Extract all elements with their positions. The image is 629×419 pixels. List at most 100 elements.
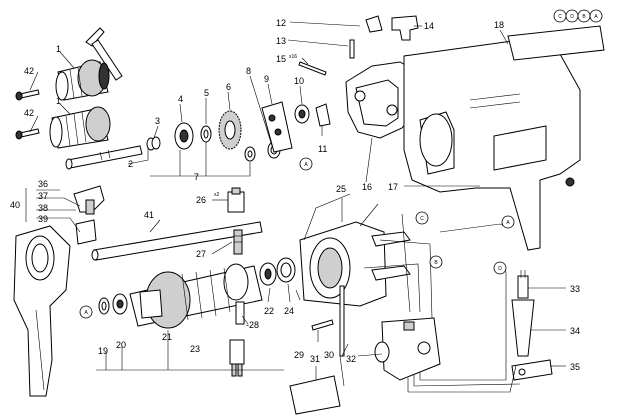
label-16: 16 [362, 182, 372, 192]
brush-holder-26 [227, 187, 245, 213]
label-1b: 1 [56, 96, 61, 106]
keyless-chuck-assembly [49, 106, 111, 149]
label-42a: 42 [24, 66, 34, 76]
label-21: 21 [162, 332, 172, 342]
latch-12 [365, 15, 383, 33]
svg-text:C: C [420, 216, 424, 222]
ring-7 [244, 146, 256, 162]
brush-27 [233, 229, 243, 255]
label-8: 8 [246, 66, 251, 76]
label-9: 9 [264, 74, 269, 84]
label-15: 15 [276, 54, 286, 64]
cord-guard-34 [511, 299, 535, 357]
clip-14 [391, 15, 419, 41]
label-36: 36 [38, 179, 48, 189]
label-34: 34 [570, 326, 580, 336]
gear-6 [218, 110, 242, 150]
gear-housing-16 [345, 61, 417, 139]
label-7: 7 [194, 172, 199, 182]
label-17: 17 [388, 182, 398, 192]
leader-lines [25, 21, 566, 380]
label-6: 6 [226, 82, 231, 92]
label-39: 39 [38, 214, 48, 224]
label-25: 25 [336, 184, 346, 194]
stator-25 [299, 221, 411, 307]
spring-3 [146, 136, 161, 151]
label-13: 13 [276, 36, 286, 46]
connector-b-top: B [577, 9, 591, 23]
label-38: 38 [38, 203, 48, 213]
label-41: 41 [144, 210, 154, 220]
bearing-10 [294, 104, 310, 124]
brush-cap-23 [229, 339, 245, 377]
connector-d-top: D [565, 9, 579, 23]
label-5: 5 [204, 88, 209, 98]
chuck-screw-bottom [15, 128, 40, 140]
key-chuck-assembly [55, 27, 123, 101]
label-10: 10 [294, 76, 304, 86]
connector-a-left: A [79, 305, 93, 319]
label-30: 30 [324, 350, 334, 360]
svg-text:B: B [582, 14, 586, 20]
svg-text:A: A [304, 162, 308, 168]
washer-19 [98, 297, 110, 315]
connector-b-mid: B [429, 255, 443, 269]
svg-text:D: D [498, 266, 502, 272]
connector-markers: A A A C B D C D [79, 9, 603, 319]
label-12: 12 [276, 18, 286, 28]
connector-a-right: A [501, 215, 515, 229]
bearing-20 [112, 293, 128, 315]
label-14: 14 [424, 21, 434, 31]
label-4: 4 [178, 94, 183, 104]
svg-text:D: D [570, 14, 574, 20]
label-24: 24 [284, 306, 294, 316]
capacitor-31 [289, 375, 341, 415]
label-15-qty: x16 [289, 54, 297, 60]
label-18: 18 [494, 20, 504, 30]
label-31: 31 [310, 354, 320, 364]
label-29: 29 [294, 350, 304, 360]
connector-c-top: C [553, 9, 567, 23]
pin-29 [311, 319, 334, 331]
label-3: 3 [155, 116, 160, 126]
label-23: 23 [190, 344, 200, 354]
washer-5 [200, 125, 212, 143]
depth-stop-clamp [73, 185, 105, 245]
label-28: -28 [246, 320, 259, 330]
svg-text:B: B [434, 260, 438, 266]
label-26-qty: x2 [214, 192, 220, 198]
connector-a-top: A [299, 157, 313, 171]
label-42b: 42 [24, 108, 34, 118]
chuck-screw-top [15, 89, 40, 101]
label-19: 19 [98, 346, 108, 356]
svg-text:A: A [84, 310, 88, 316]
screw-15 [298, 61, 327, 76]
label-2: 2 [128, 159, 133, 169]
cord-clamp-35 [511, 359, 553, 381]
label-32: 32 [346, 354, 356, 364]
label-11: 11 [318, 144, 327, 154]
part-labels: 1 1 42 42 2 3 4 5 6 7 8 9 10 11 12 13 15… [10, 18, 580, 372]
svg-text:A: A [506, 220, 510, 226]
cord-33 [517, 270, 529, 299]
label-37: 37 [38, 191, 48, 201]
svg-text:C: C [558, 14, 562, 20]
label-26: 26 [196, 195, 206, 205]
plate-9 [261, 101, 293, 153]
svg-text:A: A [594, 14, 598, 20]
label-22: 22 [264, 306, 274, 316]
label-40: 40 [10, 200, 20, 210]
spindle-shaft [65, 145, 143, 170]
bearing-22 [259, 262, 277, 286]
label-27: 27 [196, 249, 206, 259]
label-35: 35 [570, 362, 580, 372]
switch-32 [374, 317, 441, 381]
side-handle [13, 225, 71, 397]
bearing-4 [174, 122, 194, 150]
top-switch-18 [507, 25, 605, 61]
pin-13 [349, 39, 355, 59]
connector-d-mid: D [493, 261, 507, 275]
label-20: 20 [116, 340, 126, 350]
rod-30 [339, 285, 345, 357]
